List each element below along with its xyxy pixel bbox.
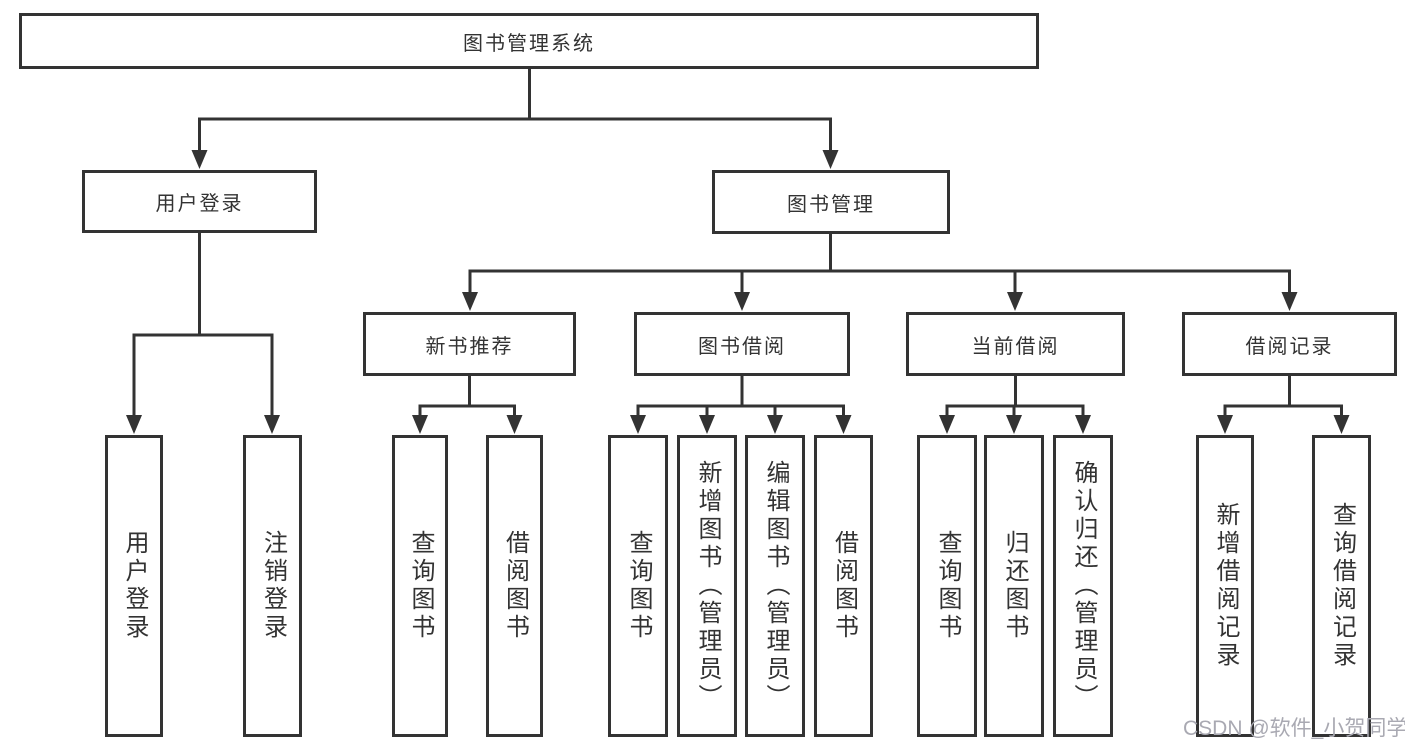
leaf-return-books: 归还图书 [984, 435, 1044, 737]
connector-root-to-level2 [191, 68, 839, 169]
connector-new-book-recommend-children [412, 376, 523, 434]
connector-user-login-children [126, 233, 280, 434]
leaf-borrow-books-borrowing: 借阅图书 [814, 435, 873, 737]
leaf-logout-label: 注销登录 [259, 530, 287, 642]
leaf-add-books-admin-label: 新增图书（管理员） [694, 460, 721, 712]
leaf-query-books-current-label: 查询图书 [934, 530, 961, 642]
leaf-query-books-recommend: 查询图书 [392, 435, 448, 737]
node-user-login: 用户登录 [82, 170, 317, 233]
node-new-book-recommend-label: 新书推荐 [425, 335, 514, 358]
node-root-label: 图书管理系统 [463, 32, 595, 55]
leaf-user-login-label: 用户登录 [121, 530, 148, 642]
leaf-query-borrow-record-label: 查询借阅记录 [1328, 502, 1356, 670]
connector-book-borrowing-children [630, 376, 852, 434]
node-current-borrowing: 当前借阅 [906, 312, 1125, 376]
node-borrowing-records: 借阅记录 [1182, 312, 1397, 376]
node-user-login-label: 用户登录 [155, 193, 244, 215]
leaf-query-borrow-record: 查询借阅记录 [1312, 435, 1371, 737]
connector-current-borrowing-children [939, 376, 1091, 434]
node-root-library-system: 图书管理系统 [19, 13, 1039, 69]
csdn-watermark: CSDN @软件_小贺同学 [1183, 717, 1405, 740]
leaf-add-borrow-record: 新增借阅记录 [1196, 435, 1254, 737]
node-book-management: 图书管理 [712, 170, 950, 234]
leaf-logout: 注销登录 [243, 435, 302, 737]
leaf-query-books-current: 查询图书 [917, 435, 977, 737]
leaf-user-login: 用户登录 [105, 435, 163, 737]
connector-borrowing-records-children [1217, 376, 1350, 434]
leaf-query-books-borrowing: 查询图书 [608, 435, 668, 737]
leaf-return-books-label: 归还图书 [1001, 530, 1028, 642]
node-current-borrowing-label: 当前借阅 [971, 335, 1060, 358]
leaf-add-borrow-record-label: 新增借阅记录 [1212, 502, 1239, 670]
node-book-borrowing: 图书借阅 [634, 312, 850, 376]
leaf-query-books-recommend-label: 查询图书 [407, 530, 434, 642]
leaf-add-books-admin: 新增图书（管理员） [677, 435, 737, 737]
leaf-query-books-borrowing-label: 查询图书 [625, 530, 652, 642]
node-borrowing-records-label: 借阅记录 [1245, 335, 1334, 358]
connector-book-management-children [462, 234, 1298, 311]
leaf-borrow-books-borrowing-label: 借阅图书 [830, 530, 858, 642]
leaf-edit-books-admin: 编辑图书（管理员） [745, 435, 805, 737]
leaf-borrow-books-recommend-label: 借阅图书 [501, 530, 529, 642]
leaf-edit-books-admin-label: 编辑图书（管理员） [762, 460, 789, 712]
leaf-borrow-books-recommend: 借阅图书 [486, 435, 543, 737]
node-new-book-recommend: 新书推荐 [363, 312, 576, 376]
node-book-borrowing-label: 图书借阅 [698, 335, 786, 358]
leaf-confirm-return-admin: 确认归还（管理员） [1053, 435, 1113, 737]
node-book-management-label: 图书管理 [787, 193, 875, 216]
leaf-confirm-return-admin-label: 确认归还（管理员） [1070, 460, 1097, 712]
